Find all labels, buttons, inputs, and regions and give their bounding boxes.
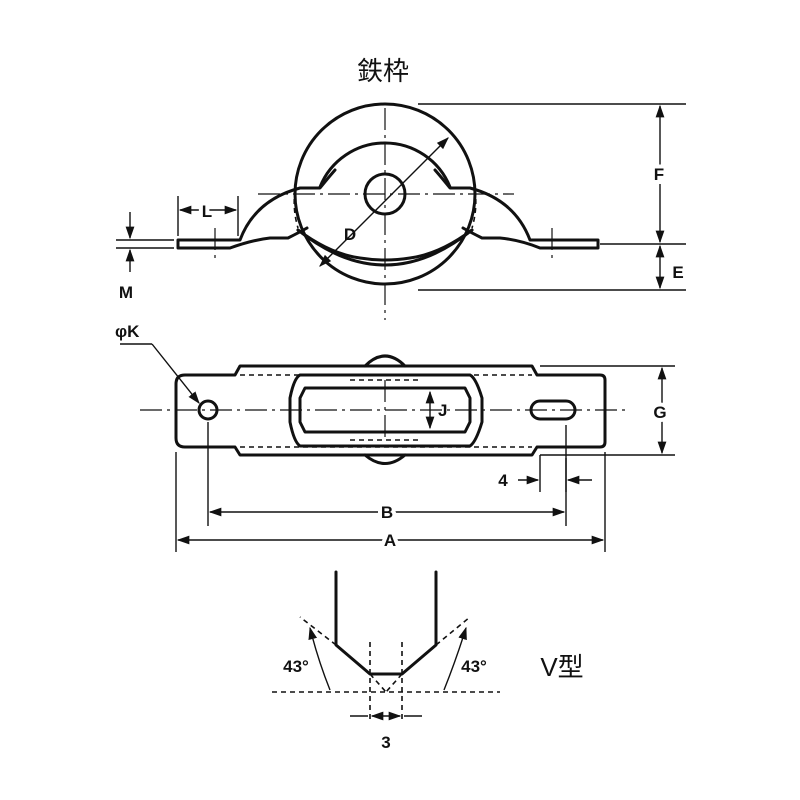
frame-bracket	[176, 168, 600, 250]
mount-slot	[529, 399, 577, 421]
title-label: 鉄枠	[357, 56, 409, 86]
front-view: 鉄枠 D F E L	[116, 56, 686, 320]
groove-width-label: 3	[381, 733, 390, 752]
angle-left-label: 43°	[283, 657, 309, 676]
v-type-label: V型	[540, 652, 583, 682]
dim-L-label: L	[202, 202, 212, 221]
dim-F-label: F	[654, 165, 664, 184]
dim-K-label: φK	[115, 322, 140, 341]
dim-slot-label: 4	[498, 471, 508, 490]
dim-B-label: B	[381, 503, 393, 522]
dim-D-line	[319, 137, 449, 267]
mount-hole	[197, 399, 219, 421]
dim-E-label: E	[672, 263, 683, 282]
dim-D-label: D	[344, 225, 356, 244]
base-plate	[174, 364, 607, 457]
frame-housing	[288, 373, 484, 448]
dim-G-label: G	[653, 403, 666, 422]
v-groove-detail: 43° 43° 3 V型	[272, 570, 584, 752]
dim-M-label: M	[119, 283, 133, 302]
dim-J-label: J	[438, 401, 447, 420]
top-view: J φK G 4 B A	[115, 322, 675, 554]
groove-profile	[334, 570, 438, 676]
dim-A-label: A	[384, 531, 396, 550]
angle-right-label: 43°	[461, 657, 487, 676]
